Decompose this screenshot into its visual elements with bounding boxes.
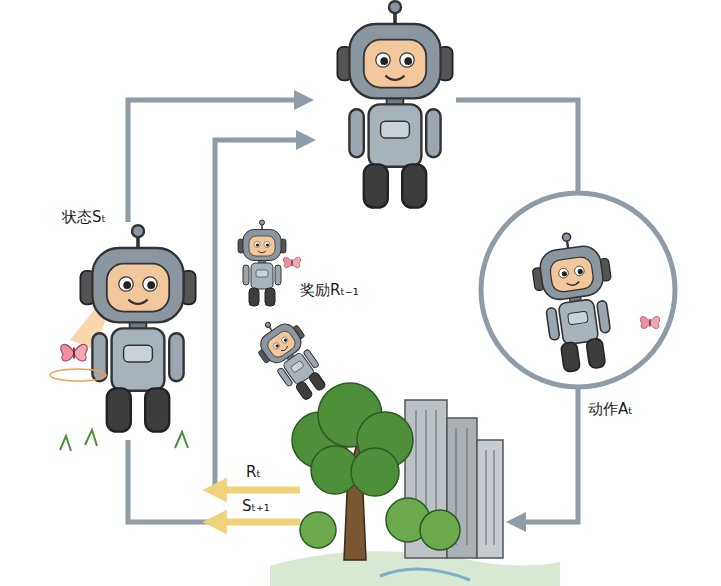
action-robot	[528, 228, 623, 375]
node-outline	[478, 190, 682, 430]
grass	[60, 430, 188, 451]
label-holder: 状态Sₜ	[60, 207, 108, 226]
state-arrow	[222, 519, 300, 526]
label-holder: Rₜ	[244, 462, 263, 481]
bush	[300, 498, 460, 550]
label-holder: 奖励Rₜ₋₁	[298, 280, 361, 299]
butterfly	[640, 317, 659, 329]
reward-line	[215, 140, 300, 492]
butterfly	[61, 345, 88, 361]
reward-robot	[238, 220, 286, 306]
reward-label: 奖励Rₜ₋₁	[298, 281, 361, 299]
state-robot	[80, 225, 195, 431]
agent-robot	[337, 1, 452, 207]
circle-outline	[481, 193, 675, 387]
action-circle: 动作Aₜ	[478, 190, 682, 430]
stream	[380, 569, 470, 580]
butterfly	[284, 257, 301, 267]
label-holder: Sₜ₊₁	[240, 496, 272, 515]
fallen-robot	[247, 309, 336, 407]
tree-crown	[292, 383, 413, 496]
next-state: Sₜ₊₁	[240, 497, 272, 515]
node-label: 动作Aₜ	[588, 400, 633, 418]
action-line	[522, 387, 578, 522]
state-line	[128, 440, 215, 522]
reward-signal: Rₜ	[244, 463, 263, 481]
building	[477, 440, 503, 558]
action-line	[456, 100, 578, 193]
motion-mark	[50, 369, 106, 381]
reward-arrow	[222, 487, 300, 494]
state-label: 状态Sₜ	[60, 208, 108, 226]
